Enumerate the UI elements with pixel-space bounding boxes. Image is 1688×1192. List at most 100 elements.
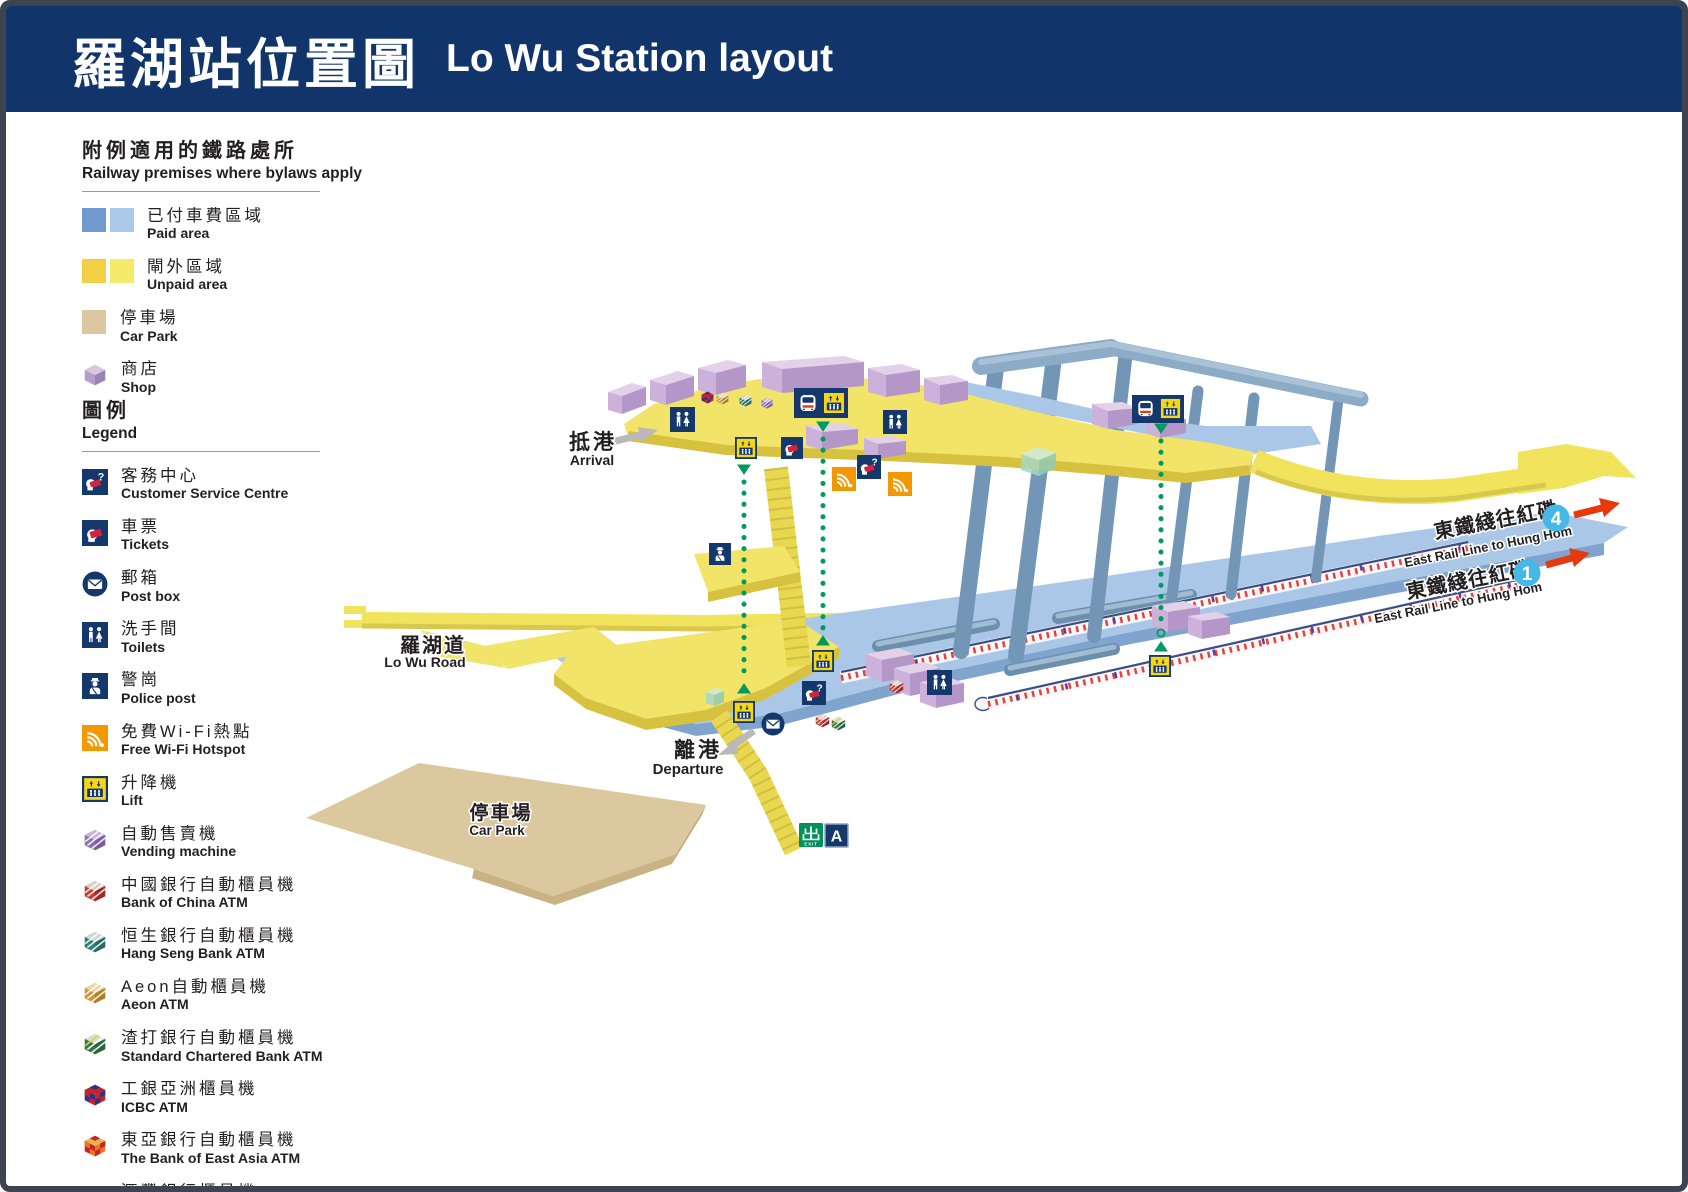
legend-item-paid-area: 已付車費區域 Paid area (82, 207, 392, 242)
customer-service-icon (82, 469, 108, 495)
unpaid-light-swatch (110, 259, 134, 284)
legend-item-lift: 升降機 Lift (82, 773, 392, 809)
label-en: Paid area (147, 225, 210, 242)
label-en: Car Park (120, 327, 178, 344)
lo-wu-road-label-zh: 羅湖道 (400, 633, 466, 657)
page-title-chinese: 羅湖站位置圖 (72, 31, 420, 96)
vending-machine-icon (83, 828, 107, 851)
lift-icon (1149, 655, 1171, 677)
post-box-icon (761, 712, 785, 736)
premises-heading-en: Railway premises where bylaws apply (82, 165, 362, 182)
label-zh: 停車場 (120, 309, 179, 328)
legend-item-icbc-atm: 工銀亞洲櫃員機 ICBC ATM (82, 1080, 392, 1115)
departure-label-zh: 離港 (674, 737, 722, 762)
lift-icon (822, 391, 846, 415)
tickets-icon (82, 520, 108, 547)
label-zh: 恒生銀行自動櫃員機 (121, 926, 297, 945)
label-zh: 洗手間 (121, 620, 180, 639)
label-en: Unpaid area (147, 276, 228, 293)
legend-item-hang-seng-atm: 恒生銀行自動櫃員機 Hang Seng Bank ATM (82, 926, 392, 962)
label-zh: 自動售賣機 (121, 824, 219, 843)
legend-heading-en: Legend (82, 425, 138, 442)
label-zh: 免費Wi-Fi熱點 (121, 722, 253, 741)
label-zh: 升降機 (121, 773, 180, 792)
divider (82, 191, 320, 192)
post-box-icon (82, 571, 108, 598)
exit-ramp-arrow (1249, 444, 1636, 505)
label-en: Bank of China ATM (121, 894, 248, 911)
legend-item-hong-kong-bank-atm: 滙豐銀行櫃員機 Hong Kong Bank ATM (82, 1183, 392, 1186)
exit-icon (802, 826, 820, 841)
toilets-icon (883, 410, 907, 434)
lift-icon (735, 437, 757, 459)
label-en: Shop (121, 378, 156, 395)
legend-item-unpaid-area: 閘外區域 Unpaid area (82, 258, 392, 293)
police-post-icon (709, 543, 731, 565)
label-en: Hang Seng Bank ATM (121, 945, 265, 962)
legend-item-bank-of-east-asia-atm: 東亞銀行自動櫃員機 The Bank of East Asia ATM (82, 1132, 392, 1166)
label-zh: Aeon自動櫃員機 (121, 978, 270, 997)
unpaid-area-swatches (82, 259, 134, 284)
train-icon (1134, 397, 1157, 420)
arrival-arrow (611, 427, 658, 446)
legend-item-customer-service: 客務中心 Customer Service Centre (82, 467, 392, 502)
departure-concourse (421, 620, 839, 730)
unpaid-dark-swatch (82, 259, 106, 284)
label-zh: 客務中心 (121, 467, 199, 485)
station-map: EXIT A 抵港 Arrival 羅湖道 Lo Wu Road 離港 Depa… (306, 339, 1636, 905)
lift-icon (812, 650, 834, 672)
shop-cube-icon (84, 365, 106, 386)
legend-item-post-box: 郵箱 Post box (82, 569, 392, 604)
exit-word: EXIT (804, 842, 817, 847)
aeon-atm-icon (83, 981, 107, 1005)
label-zh: 工銀亞洲櫃員機 (121, 1080, 258, 1099)
label-zh: 車票 (121, 518, 160, 537)
premises-legend: 附例適用的鐵路處所 Railway premises where bylaws … (82, 134, 392, 412)
map-icons (670, 388, 1184, 736)
label-en: Lift (121, 791, 143, 808)
exit-a-badge: EXIT A (799, 823, 849, 848)
car-park-label-zh: 停車場 (469, 801, 532, 824)
lift-icon (733, 701, 755, 723)
platform-4-badge: 4 (1551, 509, 1562, 530)
legend-heading-zh: 圖例 (82, 400, 130, 422)
divider (82, 451, 320, 452)
legend-item-police-post: 警崗 Police post (82, 672, 392, 706)
car-park-label-en: Car Park (469, 823, 525, 838)
label-zh: 商店 (121, 360, 160, 379)
arrival-label-zh: 抵港 (569, 429, 617, 454)
label-zh: 東亞銀行自動櫃員機 (121, 1131, 297, 1150)
legend-item-shop: 商店 Shop (82, 361, 392, 395)
label-en: Aeon ATM (121, 996, 189, 1013)
car-park-swatch (82, 310, 106, 335)
platform-1-badge: 1 (1522, 564, 1533, 585)
facilities-legend: 圖例 Legend 客務中心 Customer Service Centre 車… (82, 394, 392, 1186)
customer-service-icon (802, 681, 826, 705)
label-en: Post box (121, 587, 181, 604)
legend-item-bank-of-china-atm: 中國銀行自動櫃員機 Bank of China ATM (82, 876, 392, 911)
label-en: The Bank of East Asia ATM (121, 1149, 301, 1166)
lift-icon (1159, 397, 1182, 420)
police-post-icon (82, 673, 108, 700)
arrival-label-en: Arrival (570, 452, 614, 468)
standard-chartered-atm-icon (83, 1033, 107, 1056)
lift-shafts (737, 421, 1168, 694)
car-park-area (306, 763, 706, 905)
hang-seng-bank-atm-icon (83, 930, 107, 954)
premises-heading-zh: 附例適用的鐵路處所 (82, 140, 298, 162)
paid-light-swatch (110, 208, 134, 232)
train-icon (796, 391, 820, 415)
label-en: Tickets (121, 536, 169, 553)
wifi-icon (888, 472, 912, 496)
bank-of-china-atm-icon (83, 879, 107, 903)
legend-item-car-park: 停車場 Car Park (82, 309, 392, 344)
exit-letter: A (831, 829, 843, 846)
bank-of-china-atm-icon (815, 713, 830, 728)
legend-item-vending-machine: 自動售賣機 Vending machine (82, 824, 392, 860)
lift-icon (82, 775, 108, 802)
arrival-mezzanine (624, 376, 1321, 484)
legend-item-toilets: 洗手間 Toilets (82, 621, 392, 655)
legend-item-standard-chartered-atm: 渣打銀行自動櫃員機 Standard Chartered Bank ATM (82, 1029, 392, 1064)
label-zh: 渣打銀行自動櫃員機 (121, 1029, 297, 1048)
